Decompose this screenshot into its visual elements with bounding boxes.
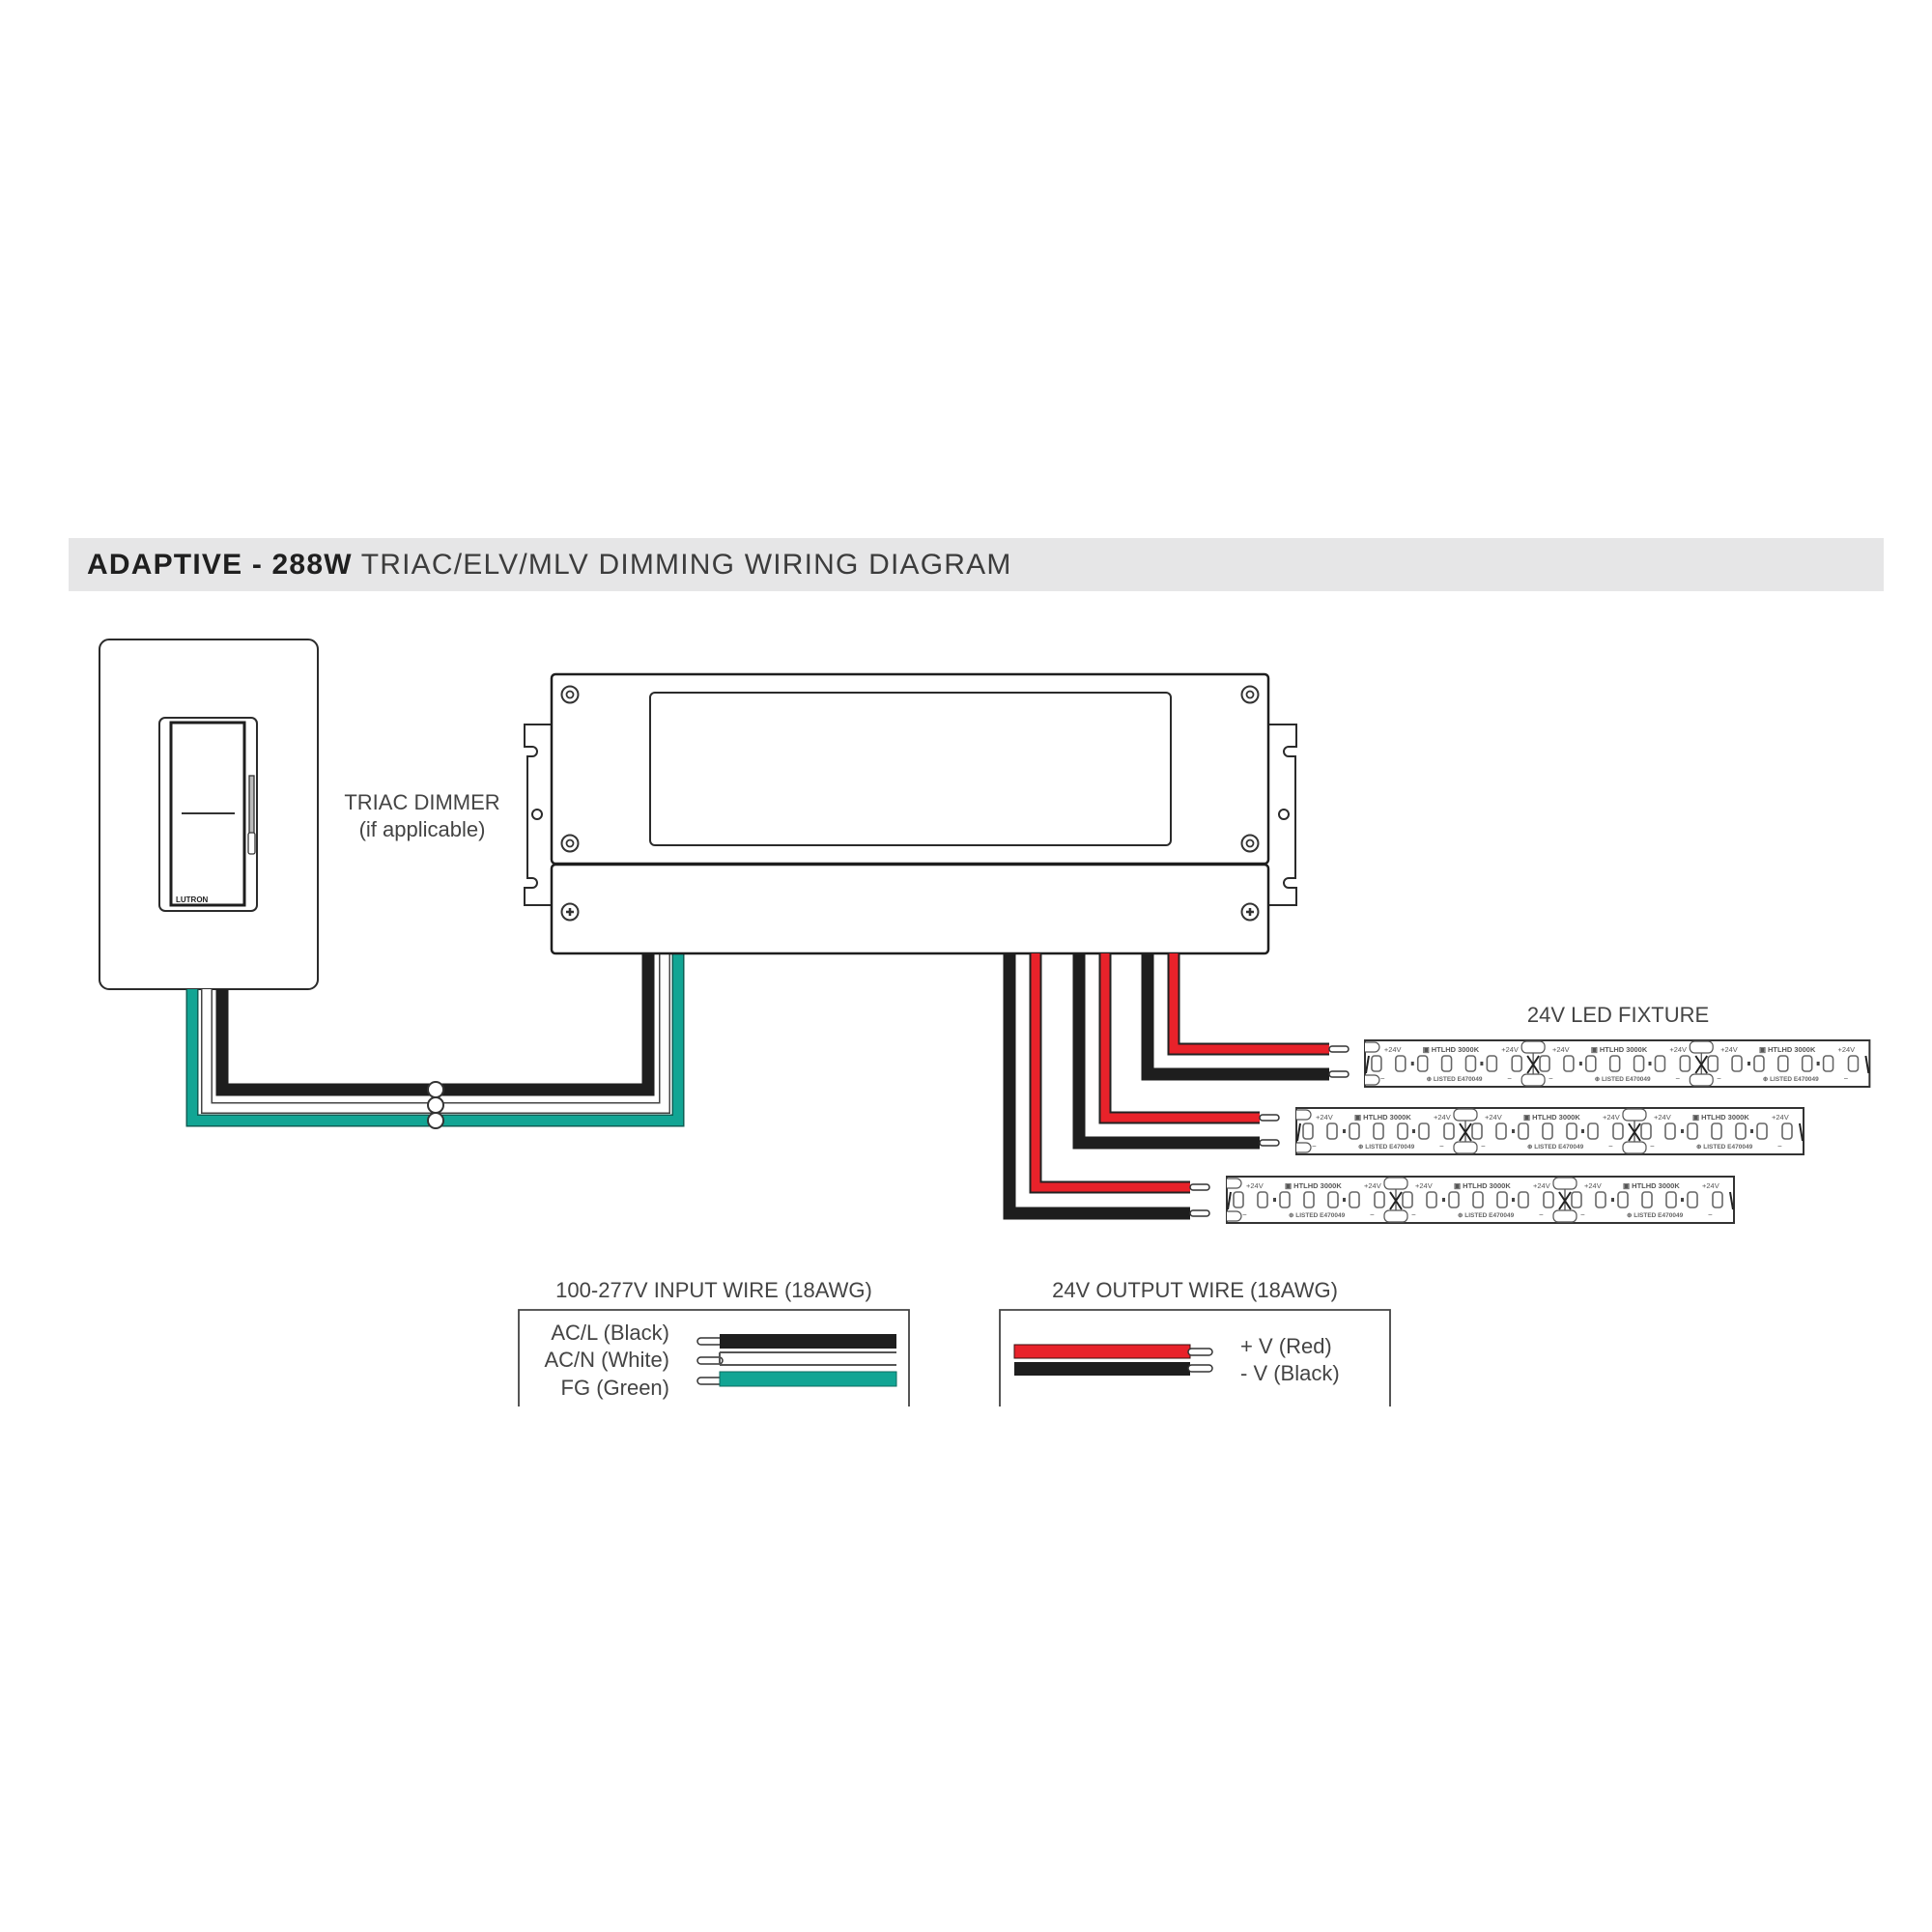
input-wire-legend xyxy=(518,1309,910,1406)
diagram-type: TRIAC/ELV/MLV DIMMING WIRING DIAGRAM xyxy=(360,549,1012,581)
input-legend-fg: FG (Green) xyxy=(560,1376,669,1400)
fixture-label: 24V LED FIXTURE xyxy=(1526,1003,1710,1027)
diagram-title: ADAPTIVE - 288W TRIAC/ELV/MLV DIMMING WI… xyxy=(87,548,1012,582)
diagram-title-banner: ADAPTIVE - 288W TRIAC/ELV/MLV DIMMING WI… xyxy=(69,538,1884,591)
dimmer-label-line2: (if applicable) xyxy=(358,817,486,841)
input-legend-title: 100-277V INPUT WIRE (18AWG) xyxy=(555,1278,872,1302)
lutron-logo: LUTRON xyxy=(176,895,209,904)
input-wire-bundle xyxy=(185,953,685,1129)
led-strip-1 xyxy=(1365,1040,1869,1087)
output-wire-legend xyxy=(999,1309,1391,1406)
led-driver xyxy=(524,672,1297,955)
dimmer-label: TRIAC DIMMER (if applicable) xyxy=(326,789,519,843)
dimmer-label-line1: TRIAC DIMMER xyxy=(344,790,500,814)
model-name: ADAPTIVE - 288W xyxy=(87,549,353,581)
input-legend-ac-l: AC/L (Black) xyxy=(551,1321,669,1345)
junction-green xyxy=(427,1112,444,1129)
led-strip-3 xyxy=(1227,1177,1734,1223)
output-legend-negative: - V (Black) xyxy=(1240,1361,1340,1385)
dimmer-switch[interactable]: LUTRON xyxy=(158,717,258,912)
led-strip-2 xyxy=(1296,1108,1804,1154)
output-wires xyxy=(1003,953,1350,1220)
output-legend-positive: + V (Red) xyxy=(1240,1334,1332,1358)
junction-white xyxy=(427,1096,444,1114)
junction-black xyxy=(427,1081,444,1098)
output-legend-title: 24V OUTPUT WIRE (18AWG) xyxy=(1052,1278,1338,1302)
input-legend-ac-n: AC/N (White) xyxy=(544,1348,669,1372)
